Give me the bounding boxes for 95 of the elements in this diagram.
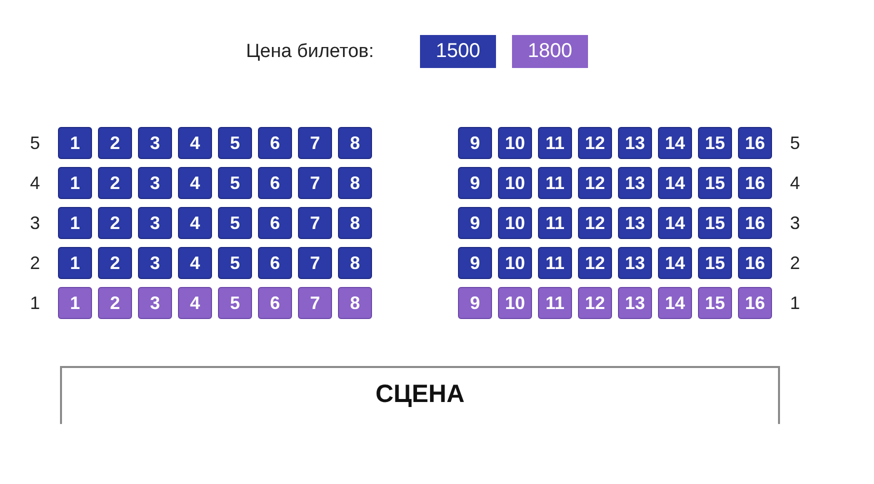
seat: 8 [338, 207, 372, 239]
price-caption: Цена билетов: [246, 41, 374, 63]
seat: 9 [458, 247, 492, 279]
seat: 8 [338, 167, 372, 199]
seat: 12 [578, 287, 612, 319]
seat: 11 [538, 127, 572, 159]
seat: 3 [138, 247, 172, 279]
row-number: 4 [788, 173, 801, 193]
seat: 2 [98, 247, 132, 279]
seat: 6 [258, 127, 292, 159]
row-number: 1 [28, 293, 41, 313]
seat: 7 [298, 167, 332, 199]
seat: 9 [458, 167, 492, 199]
seat: 15 [698, 167, 732, 199]
seat: 14 [658, 127, 692, 159]
seat: 12 [578, 247, 612, 279]
seat: 15 [698, 287, 732, 319]
price-badge: 1800 [512, 35, 588, 68]
seat: 7 [298, 247, 332, 279]
seat: 3 [138, 207, 172, 239]
price-badge: 1500 [420, 35, 496, 68]
stage-box [60, 366, 780, 424]
stage-label: СЦЕНА [374, 380, 466, 409]
seat: 16 [738, 127, 772, 159]
row-number: 1 [788, 293, 801, 313]
seat: 9 [458, 287, 492, 319]
row-number: 4 [28, 173, 41, 193]
seat: 14 [658, 167, 692, 199]
seat: 11 [538, 287, 572, 319]
seat: 16 [738, 287, 772, 319]
seat: 3 [138, 287, 172, 319]
seat: 2 [98, 167, 132, 199]
seat: 5 [218, 247, 252, 279]
seat: 8 [338, 247, 372, 279]
seat: 1 [58, 127, 92, 159]
seat: 9 [458, 207, 492, 239]
seat: 6 [258, 167, 292, 199]
seat: 1 [58, 287, 92, 319]
seat: 7 [298, 287, 332, 319]
seat: 1 [58, 207, 92, 239]
seat: 15 [698, 207, 732, 239]
seat: 3 [138, 167, 172, 199]
seat: 11 [538, 167, 572, 199]
row-number: 5 [28, 133, 41, 153]
seat: 2 [98, 287, 132, 319]
seat: 5 [218, 207, 252, 239]
seat: 5 [218, 127, 252, 159]
seat: 3 [138, 127, 172, 159]
seat: 15 [698, 247, 732, 279]
seat: 16 [738, 167, 772, 199]
seat: 10 [498, 207, 532, 239]
seat: 7 [298, 127, 332, 159]
seat: 1 [58, 247, 92, 279]
seat: 14 [658, 207, 692, 239]
seat: 4 [178, 167, 212, 199]
seat: 13 [618, 167, 652, 199]
seat: 1 [58, 167, 92, 199]
seat: 16 [738, 207, 772, 239]
seat: 13 [618, 287, 652, 319]
seat: 2 [98, 127, 132, 159]
seat: 12 [578, 167, 612, 199]
seat: 4 [178, 207, 212, 239]
seat: 4 [178, 127, 212, 159]
seat: 6 [258, 207, 292, 239]
seat: 13 [618, 247, 652, 279]
seat: 16 [738, 247, 772, 279]
seat: 5 [218, 167, 252, 199]
row-number: 3 [788, 213, 801, 233]
seat: 13 [618, 207, 652, 239]
seat: 6 [258, 247, 292, 279]
row-number: 2 [28, 253, 41, 273]
seat: 12 [578, 207, 612, 239]
seat: 8 [338, 287, 372, 319]
seat: 10 [498, 247, 532, 279]
seat: 11 [538, 207, 572, 239]
seat: 10 [498, 287, 532, 319]
row-number: 2 [788, 253, 801, 273]
seat: 8 [338, 127, 372, 159]
seat: 5 [218, 287, 252, 319]
seat: 14 [658, 247, 692, 279]
row-number: 3 [28, 213, 41, 233]
seat: 2 [98, 207, 132, 239]
seat: 9 [458, 127, 492, 159]
seat: 10 [498, 127, 532, 159]
seat: 12 [578, 127, 612, 159]
seat: 6 [258, 287, 292, 319]
seat: 10 [498, 167, 532, 199]
seat: 4 [178, 247, 212, 279]
row-number: 5 [788, 133, 801, 153]
seat: 11 [538, 247, 572, 279]
seat: 14 [658, 287, 692, 319]
seat: 15 [698, 127, 732, 159]
seat: 4 [178, 287, 212, 319]
seat: 7 [298, 207, 332, 239]
seat: 13 [618, 127, 652, 159]
